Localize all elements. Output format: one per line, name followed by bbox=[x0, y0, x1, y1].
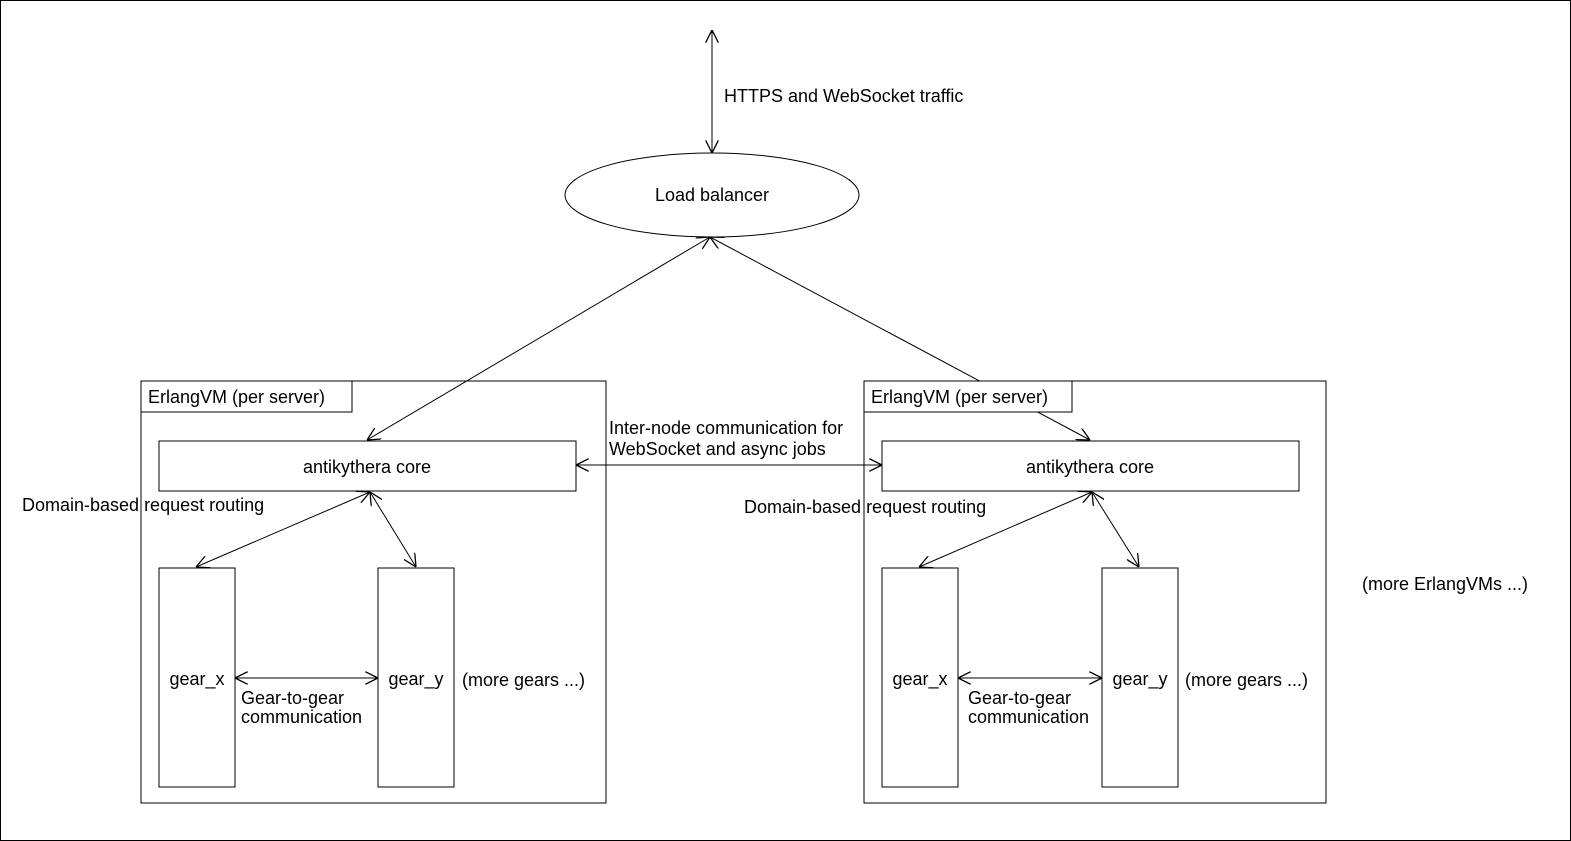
gear-comm-1-line2: communication bbox=[241, 707, 362, 727]
gear-x-2 bbox=[881, 567, 959, 788]
more-gears-1: (more gears ...) bbox=[462, 670, 585, 690]
gear-comm-2-line2: communication bbox=[968, 707, 1089, 727]
erlang-vm-1-label: ErlangVM (per server) bbox=[148, 387, 325, 407]
core-2-to-gear-x-arrow bbox=[919, 492, 1092, 567]
gear-x-1-label: gear_x bbox=[169, 669, 224, 690]
erlang-vm-1-box bbox=[140, 380, 607, 804]
routing-label-1: Domain-based request routing bbox=[22, 495, 264, 515]
gear-y-1-label: gear_y bbox=[388, 669, 443, 690]
gear-y-1 bbox=[377, 567, 455, 788]
routing-label-2: Domain-based request routing bbox=[744, 497, 986, 517]
gear-y-2 bbox=[1101, 567, 1179, 788]
core-2-to-gear-y-arrow bbox=[1092, 492, 1139, 567]
erlang-vm-1-tab bbox=[140, 380, 353, 413]
lb-to-core-1-arrow bbox=[367, 237, 710, 440]
gear-x-2-label: gear_x bbox=[892, 669, 947, 690]
antikythera-core-1-label: antikythera core bbox=[303, 457, 431, 477]
gear-y-2-label: gear_y bbox=[1112, 669, 1167, 690]
traffic-label: HTTPS and WebSocket traffic bbox=[724, 86, 963, 106]
inter-node-label-line2: WebSocket and async jobs bbox=[609, 439, 826, 459]
more-vms-label: (more ErlangVMs ...) bbox=[1362, 574, 1528, 594]
gear-x-1 bbox=[158, 567, 236, 788]
gear-comm-2-line1: Gear-to-gear bbox=[968, 688, 1071, 708]
core-1-to-gear-y-arrow bbox=[370, 492, 416, 567]
erlang-vm-2: ErlangVM (per server) antikythera core D… bbox=[744, 380, 1327, 804]
erlang-vm-2-box bbox=[863, 380, 1327, 804]
inter-node-label-line1: Inter-node communication for bbox=[609, 418, 843, 438]
erlang-vm-2-tab bbox=[863, 380, 1073, 413]
core-1-to-gear-x-arrow bbox=[196, 492, 370, 567]
load-balancer: Load balancer bbox=[564, 152, 860, 238]
gear-comm-1-line1: Gear-to-gear bbox=[241, 688, 344, 708]
antikythera-core-2-label: antikythera core bbox=[1026, 457, 1154, 477]
antikythera-core-1 bbox=[158, 440, 577, 492]
erlang-vm-2-label: ErlangVM (per server) bbox=[871, 387, 1048, 407]
erlang-vm-1: ErlangVM (per server) antikythera core D… bbox=[22, 380, 607, 804]
load-balancer-label: Load balancer bbox=[655, 185, 769, 205]
more-gears-2: (more gears ...) bbox=[1185, 670, 1308, 690]
